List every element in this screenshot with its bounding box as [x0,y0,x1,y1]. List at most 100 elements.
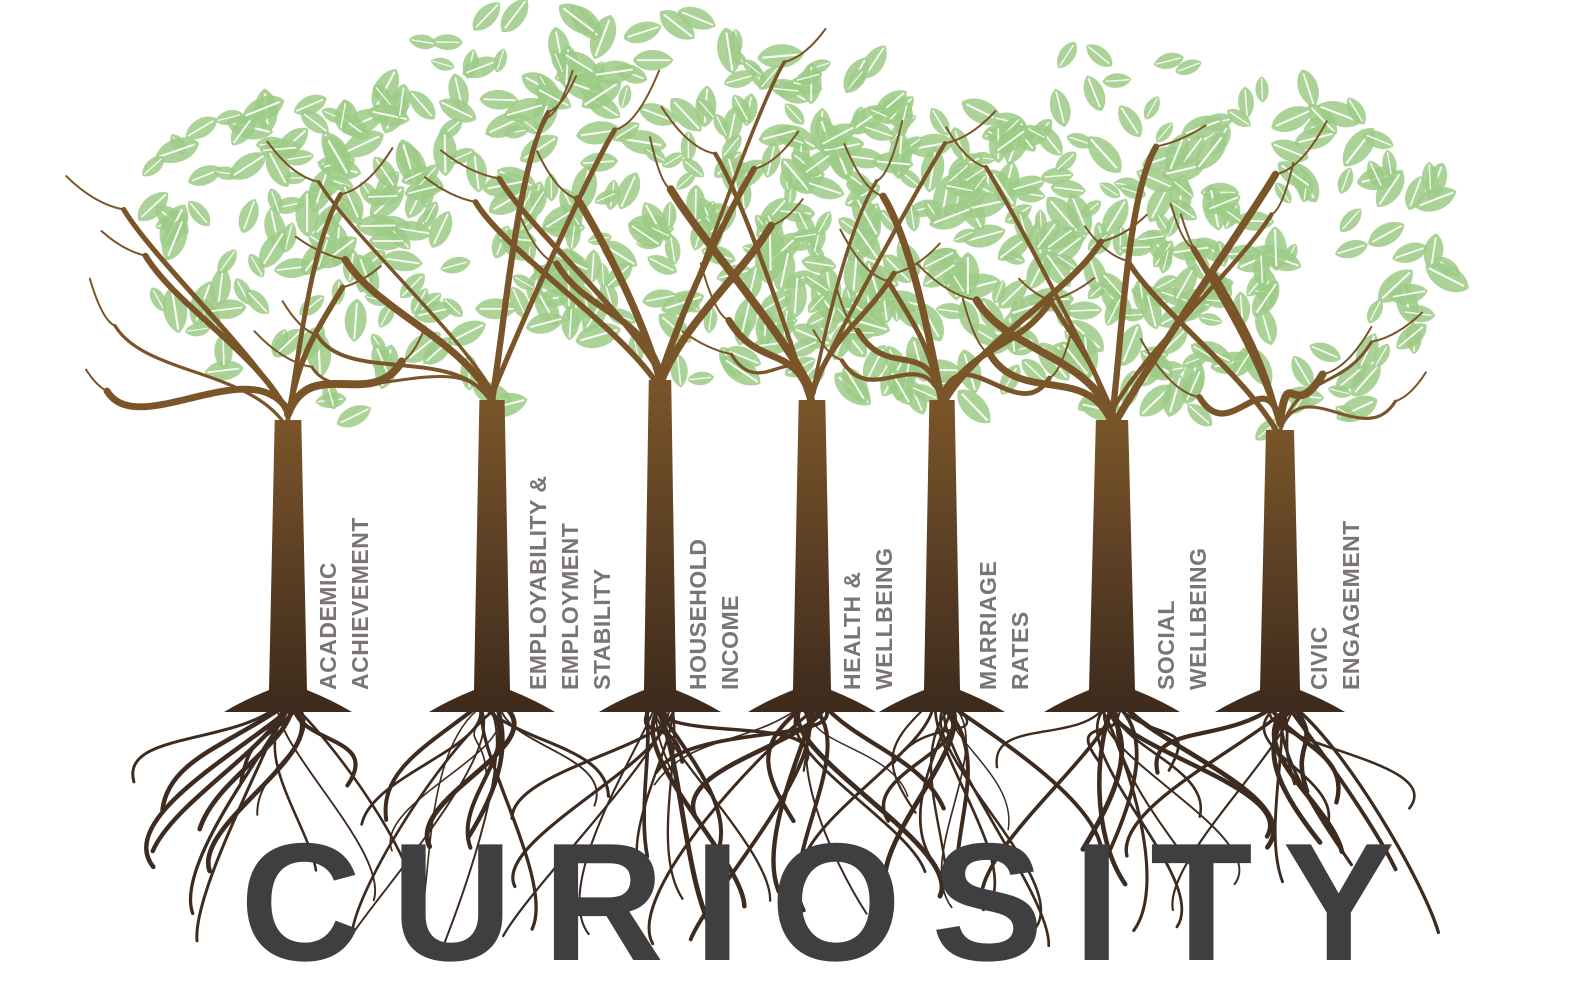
twig [1099,213,1148,243]
root-icon [766,702,808,824]
root-icon [690,702,828,818]
tree-label-health-wellbeing: HEALTH & WELLBEING [839,547,897,691]
twig [339,147,394,196]
root-icon [465,703,502,850]
root-icon [666,703,684,900]
tree-label-household-income: HOUSEHOLD INCOME [685,538,743,690]
branch [573,195,664,384]
root-icon [465,702,505,840]
leaf-icon [1051,36,1083,74]
tree-icon [1044,420,1180,712]
root-icon [881,703,955,823]
branch [986,350,1116,427]
root-icon [651,703,772,902]
leaf-icon [379,247,425,275]
branch [725,316,816,406]
twig [1139,338,1201,399]
root-icon [150,702,288,854]
branch [1108,170,1280,432]
leaf-icon [407,31,439,52]
branch [839,358,945,403]
branch [113,324,290,431]
leaf-icon [233,194,265,238]
twig [1018,277,1052,302]
root-icon [1080,702,1125,852]
root-icon [979,703,1115,912]
root-icon [650,702,747,909]
tree-icon [879,400,1005,712]
tree-icon [1215,430,1345,712]
leaf-icon [428,54,457,74]
twig [536,150,579,200]
twig [1155,124,1207,148]
root-icon [131,703,281,784]
twig [875,120,904,182]
tree-label-marriage-rates: MARRIAGE RATES [975,560,1033,690]
twig [266,140,320,183]
twig [649,136,672,191]
root-icon [424,702,517,850]
branch [317,180,494,393]
root-icon [654,703,829,774]
twig [660,105,717,155]
twig [916,263,978,302]
root-icon [647,703,822,946]
branch [285,191,343,421]
twig [253,330,313,368]
branch [809,141,947,393]
tree-branches [65,28,1427,441]
tree-roots [131,702,1441,950]
tree-icon [429,400,555,712]
root-icon [940,704,967,909]
twig [281,300,319,336]
tree-label-social-wellbeing: SOCIAL WELLBEING [1153,547,1211,691]
leaf-icon [342,296,370,344]
root-icon [1290,703,1441,935]
twig [945,126,987,169]
root-icon [441,704,498,950]
root-icon [1086,703,1119,764]
twig [100,230,147,257]
twig [770,198,804,227]
branch [1108,143,1160,421]
root-icon [943,704,1010,831]
twig [85,368,109,393]
twig [1274,120,1328,176]
root-icon [1091,703,1139,887]
root-icon [160,702,288,812]
root-icon [795,702,945,899]
branch [1276,370,1327,426]
branch [879,192,946,406]
tree-trunks [224,380,1345,712]
root-icon [383,703,482,822]
root-icon [510,703,676,820]
root-icon [805,703,935,854]
root-icon [882,702,958,897]
branch [341,256,496,403]
tree-label-academic-achievement: ACADEMIC ACHIEVEMENT [315,517,373,690]
leaf-icon [1305,336,1346,368]
leaf-icon [1254,75,1270,104]
root-icon [793,703,927,874]
leaf-icon [1139,92,1165,124]
twig [839,228,889,282]
root-icon [1284,703,1398,872]
root-icon [891,703,930,814]
twig [613,69,661,131]
root-icon [821,702,946,811]
root-icon [1281,703,1296,786]
leaf-icon [619,15,666,49]
root-icon [995,703,1108,769]
root-icon [273,703,318,872]
root-icon [291,703,421,934]
leaf-icon [631,49,675,72]
root-icon [1124,703,1292,858]
tree-icon [748,400,876,712]
branch [810,179,879,396]
twig [547,75,578,114]
branch [972,296,1116,419]
twig [294,235,347,261]
branch [489,127,618,398]
branch [938,297,1055,409]
